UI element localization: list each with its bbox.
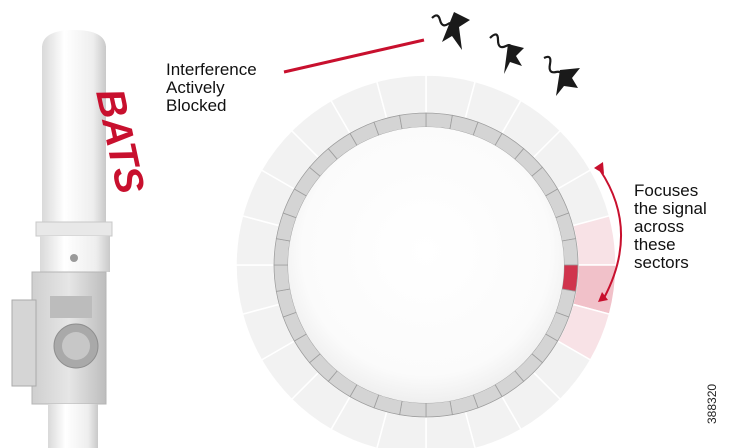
outer-sector [235,264,281,316]
focus-range-arrow [594,162,622,302]
inner-segment [273,238,291,266]
interference-label-line-3: Blocked [166,96,227,115]
sector-ring [235,74,617,448]
interference-arrow-1 [431,12,470,50]
inner-segment [425,112,453,130]
inner-segment [399,400,427,418]
interference-label-line-1: Interference [166,60,257,79]
interference-pointer-line [283,38,425,74]
figure-id: 388320 [705,383,719,424]
inner-segment [425,400,453,418]
focus-label-line-1: Focuses [634,181,699,200]
ring-center [288,127,564,403]
interference-label: Interference Actively Blocked [166,61,257,115]
focus-label: Focuses the signal across these sectors [634,182,707,272]
focus-label-line-5: sectors [634,253,689,272]
focus-label-line-2: the signal [634,199,707,218]
active-inner-segment [561,264,579,292]
inner-segment [399,112,427,130]
antenna-product-image: BATS [11,30,152,448]
focus-label-line-4: these [634,235,676,254]
inner-segment [561,238,579,266]
outer-sector [375,74,427,120]
inner-segment [273,264,291,292]
interference-label-line-2: Actively [166,78,225,97]
focus-label-line-3: across [634,217,685,236]
interference-arrow-3 [543,55,580,96]
highlighted-sector [571,214,617,266]
interference-arrow-2 [489,33,524,74]
